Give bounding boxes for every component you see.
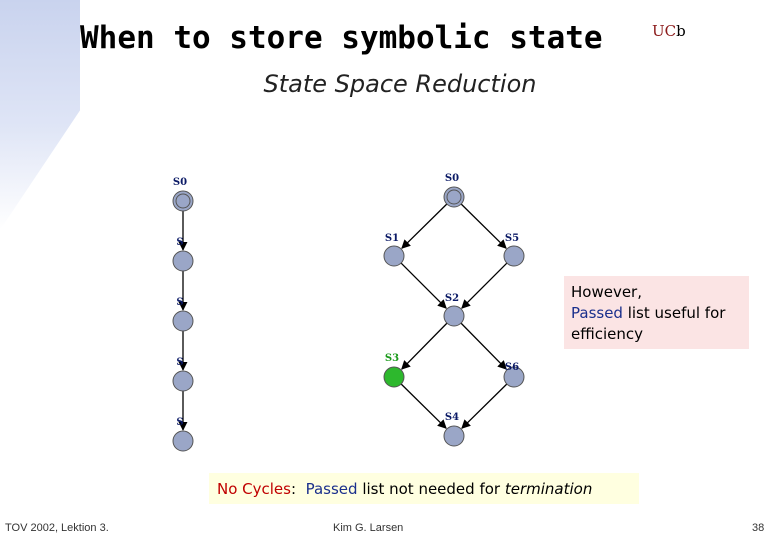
note-line-2-rest: list useful for [622,304,726,322]
chain-node-2 [172,310,194,332]
graph-edge-S1-S2 [400,262,447,309]
no-cycles-colon: : [290,480,297,498]
graph-edge-S0-S1 [401,203,448,249]
graph-node-s4 [443,425,465,447]
chain-node-3 [172,370,194,392]
graph-edge-S0-S5 [460,203,507,249]
graph-edge-S2-S6 [460,322,507,370]
note-passed-keyword: Passed [571,304,623,322]
note-line-1: However, [571,283,642,301]
graph-node-s0-initial-ring [446,189,462,205]
chain-node-1 [172,250,194,272]
slide-title: When to store symbolic state [80,20,603,56]
no-cycles-label: No Cycles [217,480,291,498]
graph-edge-S5-S2 [461,262,508,309]
graph-node-s3 [383,366,405,388]
footer-course: TOV 2002, Lektion 3. [5,522,109,534]
bottom-passed-keyword: Passed [305,480,358,498]
bottom-note-text: list not needed for [357,480,505,498]
chain-node-2-label: S [176,297,183,308]
chain-node-4-label: S [176,417,183,428]
graph-node-s6-label: S6 [505,362,519,373]
graph-node-s1 [383,245,405,267]
chain-node-1-label: S [176,237,183,248]
chain-node-0-label: S0 [173,177,187,188]
uc-logo: UCb [652,22,686,40]
uc-logo-text: UC [652,22,677,40]
graph-node-s5 [503,245,525,267]
graph-node-s2-label: S2 [445,293,459,304]
graph-edge-S2-S3 [401,322,448,370]
chain-node-4 [172,430,194,452]
slide-subtitle: State Space Reduction [263,70,537,98]
graph-node-s6 [503,366,525,388]
footer-author: Kim G. Larsen [333,522,404,534]
graph-edge-S6-S4 [461,383,508,429]
note-line-3: efficiency [571,325,644,343]
graph-node-s2 [443,305,465,327]
chain-node-0-initial-ring [175,193,191,209]
graph-node-s4-label: S4 [445,412,459,423]
graph-node-s5-label: S5 [505,233,519,244]
footer-page-number: 38 [752,522,765,534]
graph-edge-S3-S4 [400,383,447,429]
graph-node-s0-label: S0 [445,173,459,184]
chain-node-3-label: S [176,357,183,368]
note-line-2: Passed list useful for [571,303,749,324]
passed-list-note: However, Passed list useful for efficien… [564,276,749,349]
uc-logo-b: b [676,22,686,40]
linear-chain: S0S S S S [172,177,194,452]
graph-node-s3-label: S3 [385,353,399,364]
graph-node-s1-label: S1 [385,233,399,244]
termination-word: termination [504,480,593,498]
no-cycles-note: No Cycles: Passed list not needed for te… [209,473,639,504]
